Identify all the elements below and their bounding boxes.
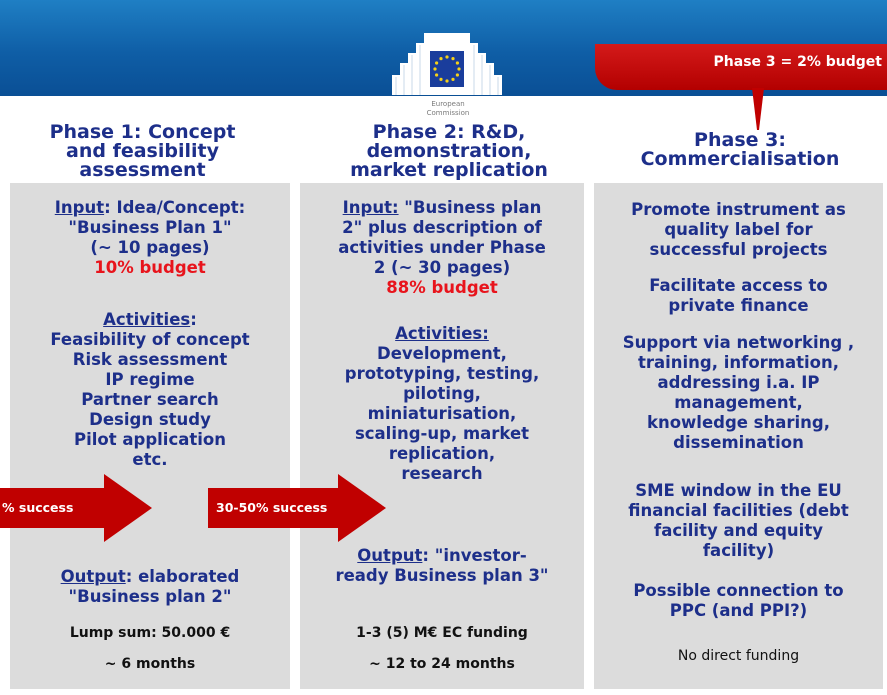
phase2-output: Output: "investor- ready Business plan 3… bbox=[335, 546, 549, 585]
phase3-item-quality-label: Promote instrument as quality label for … bbox=[631, 200, 846, 259]
phase1-input: Input: Idea/Concept: "Business Plan 1" (… bbox=[10, 198, 290, 278]
banner-pointer-icon bbox=[752, 88, 764, 130]
phase2-title: Phase 2: R&D, demonstration, market repl… bbox=[350, 121, 548, 181]
phase2-activities: Activities: Development, prototyping, te… bbox=[344, 324, 540, 483]
ec-name-label: European Commission bbox=[426, 100, 470, 117]
phase2-duration: ~ 12 to 24 months bbox=[369, 656, 515, 672]
european-commission-logo-icon bbox=[392, 33, 502, 95]
phase2-funding: 1-3 (5) M€ EC funding bbox=[356, 625, 528, 641]
phase3-footer: No direct funding bbox=[677, 648, 800, 664]
phase1-output: Output: elaborated "Business plan 2" bbox=[60, 567, 240, 606]
phase3-item-sme-window: SME window in the EU financial facilitie… bbox=[628, 481, 849, 560]
phase1-duration: ~ 6 months bbox=[104, 656, 196, 672]
phase1-activities: Activities: Feasibility of concept Risk … bbox=[50, 310, 250, 469]
phase1-success-arrow-icon bbox=[0, 474, 152, 542]
phase3-panel bbox=[594, 183, 883, 689]
phase1-panel bbox=[10, 183, 290, 689]
phase3-item-private-finance: Facilitate access to private finance bbox=[649, 276, 828, 315]
phase3-item-support: Support via networking , training, infor… bbox=[622, 333, 855, 452]
phase3-item-ppc: Possible connection to PPC (and PPI?) bbox=[633, 581, 844, 620]
phase2-input: Input: "Business plan 2" plus descriptio… bbox=[300, 198, 584, 298]
phase1-title: Phase 1: Concept and feasibility assessm… bbox=[49, 121, 236, 181]
phase2-panel bbox=[300, 183, 584, 689]
phase2-budget: 88% budget bbox=[386, 278, 498, 297]
banner-text: Phase 3 = 2% budget bbox=[713, 54, 882, 70]
phase1-funding: Lump sum: 50.000 € bbox=[69, 625, 231, 641]
phase3-budget-banner bbox=[595, 44, 887, 90]
phase1-success-label: % success bbox=[2, 500, 74, 515]
phase1-budget: 10% budget bbox=[94, 258, 206, 277]
phase3-title: Phase 3: Commercialisation bbox=[640, 129, 840, 170]
phase2-success-label: 30-50% success bbox=[216, 500, 328, 515]
phase2-success-arrow-icon bbox=[208, 474, 386, 542]
